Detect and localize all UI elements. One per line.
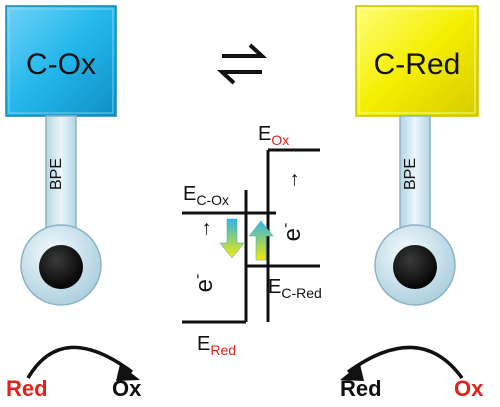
- c-red-box-label: C-Red: [374, 48, 461, 81]
- e-ox-subscript: Ox: [271, 132, 289, 148]
- electron-transfer-down-arrow-icon: [219, 218, 245, 259]
- bottom-right-ox: Ox: [454, 376, 484, 401]
- bottom-right-red: Red: [340, 376, 382, 401]
- bpe-label-right: BPE: [402, 158, 419, 190]
- electron-transfer-up-arrow-icon: [248, 220, 274, 261]
- electron-left-label: e- →: [189, 219, 218, 292]
- e-c-ox-subscript: C-Ox: [196, 192, 229, 208]
- e-red-label: ERed: [197, 333, 236, 358]
- e-red-subscript: Red: [210, 342, 236, 358]
- c-ox-box: [5, 5, 117, 117]
- svg-text:e-: e-: [277, 223, 306, 242]
- equilibrium-arrows-icon: [216, 43, 268, 85]
- right-cell: C-Red BPE: [355, 5, 479, 306]
- electron-left-arrow-icon: →: [193, 219, 215, 239]
- svg-text:e-: e-: [189, 274, 218, 293]
- c-ox-box-label: C-Ox: [26, 48, 96, 81]
- e-c-red-label: EC-Red: [268, 276, 322, 301]
- e-c-ox-label: EC-Ox: [183, 183, 229, 208]
- left-cell: C-Ox BPE: [5, 5, 117, 306]
- e-ox-label: EOx: [258, 123, 289, 148]
- electrode-dot-right: [393, 245, 437, 289]
- c-red-box: [355, 5, 479, 117]
- electron-right-label: e- →: [277, 170, 306, 241]
- bottom-left-ox: Ox: [112, 376, 142, 401]
- electron-right-arrow-icon: →: [281, 170, 303, 190]
- electrode-dot-left: [39, 245, 83, 289]
- bottom-left-red: Red: [6, 376, 48, 401]
- bpe-label-left: BPE: [48, 158, 65, 190]
- e-c-red-subscript: C-Red: [281, 285, 321, 301]
- reaction-arrow-left-icon: [26, 345, 140, 381]
- reaction-arrow-right-icon: [340, 345, 464, 381]
